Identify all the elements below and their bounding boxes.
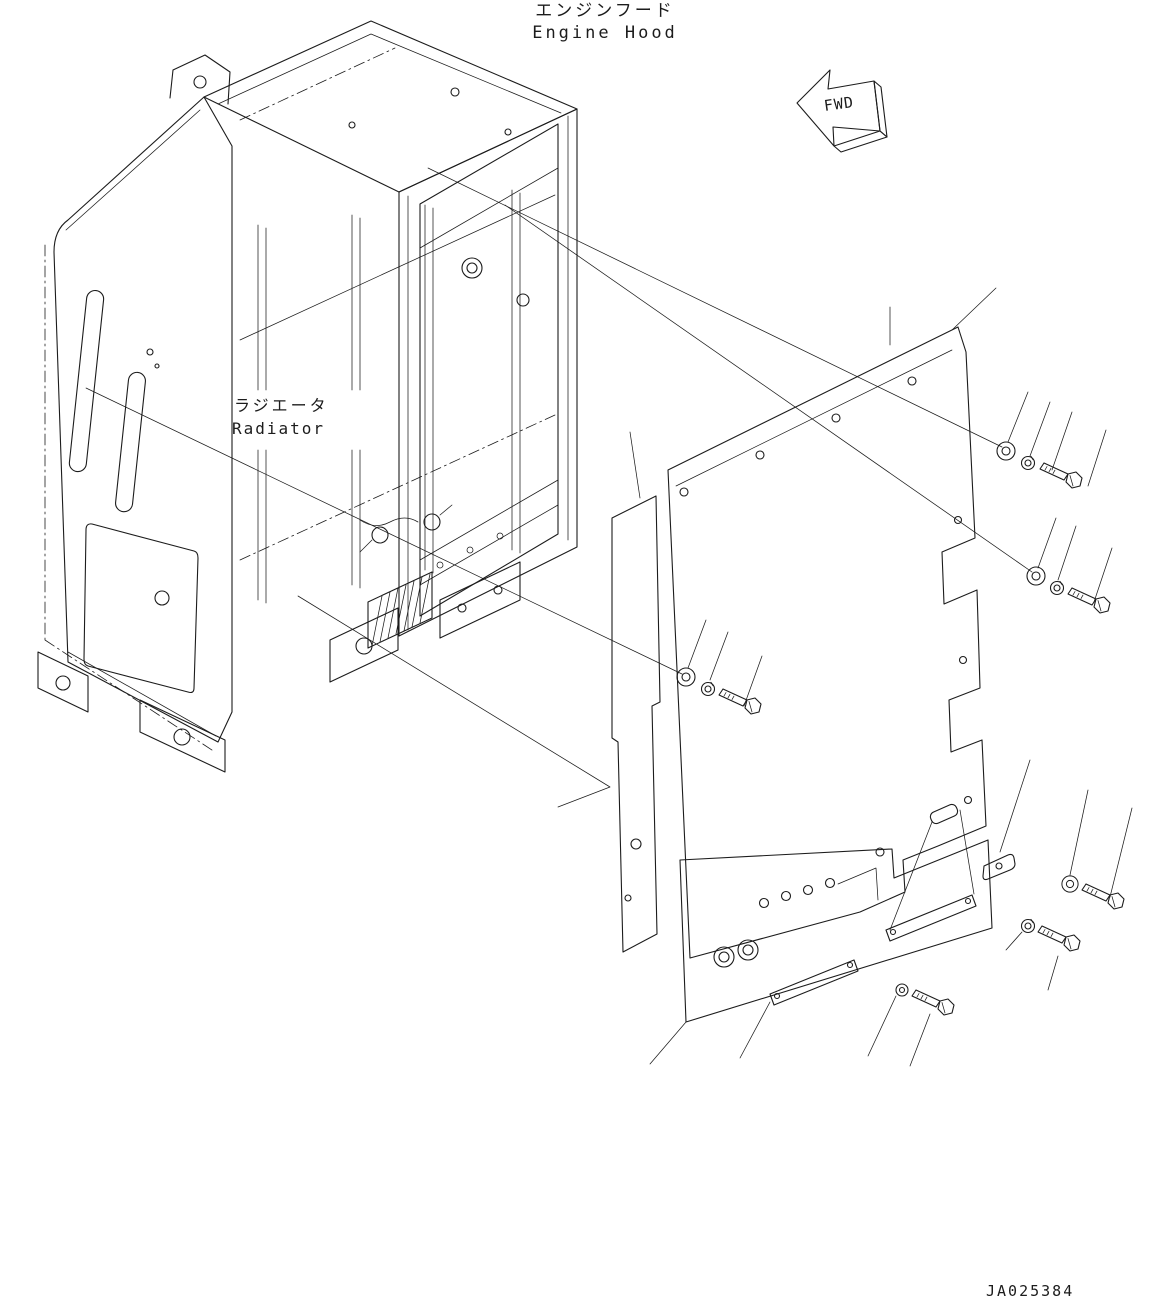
grab-handle-lower	[115, 371, 146, 513]
flat-washer	[996, 441, 1016, 461]
hood-top-face	[203, 20, 578, 193]
plug-hole	[713, 946, 735, 968]
grab-handle-upper	[68, 289, 105, 473]
fwd-direction-arrow	[796, 69, 888, 153]
engine-hood-assembly	[37, 20, 578, 773]
hex-bolt	[911, 989, 955, 1016]
hex-bolt	[1081, 883, 1125, 910]
flat-washer	[1061, 875, 1079, 893]
flat-washer	[1026, 566, 1046, 586]
radiator-label-japanese: ラジエータ	[234, 396, 329, 415]
radiator-label-english: Radiator	[232, 419, 326, 438]
fastener-set-6	[895, 983, 955, 1016]
spring-washer	[1020, 918, 1036, 934]
lifting-bracket	[169, 54, 231, 105]
leader-lines	[85, 167, 1133, 1067]
plate-slot	[929, 803, 959, 825]
plug-hole	[737, 939, 759, 961]
mounting-strip-right	[885, 894, 977, 942]
fastener-set-3	[676, 667, 762, 715]
fastener-set-1	[996, 441, 1083, 489]
fastener-set-5	[1020, 918, 1081, 952]
diagram-title-english: Engine Hood	[532, 23, 678, 43]
access-cover	[83, 523, 199, 694]
lower-cover-plate	[679, 839, 993, 1023]
hex-bolt	[1067, 587, 1111, 614]
flat-washer	[676, 667, 696, 687]
fastener-set-2	[1026, 566, 1111, 614]
radiator-core	[239, 189, 556, 604]
fastener-set-4	[982, 853, 1125, 910]
nameplate-hatched	[367, 571, 433, 649]
drawing-number: JA025384	[986, 1282, 1075, 1300]
hood-side-panel	[44, 96, 233, 753]
spring-washer	[700, 681, 716, 697]
screw-head	[895, 983, 909, 997]
access-cover-hole	[154, 590, 170, 606]
clamp-plate	[982, 853, 1016, 881]
spring-washer	[1020, 455, 1036, 471]
hex-bolt	[1039, 462, 1083, 489]
mounting-feet	[37, 561, 521, 773]
mounting-strip-left	[769, 959, 859, 1006]
hood-front-frame	[398, 108, 578, 637]
diagram-title-japanese: エンジンフード	[535, 1, 675, 21]
hex-bolt	[718, 688, 762, 715]
hex-bolt	[1037, 925, 1081, 952]
spring-washer	[1049, 580, 1065, 596]
baffle-plate-narrow	[611, 495, 661, 953]
baffle-plate-main	[667, 326, 987, 959]
